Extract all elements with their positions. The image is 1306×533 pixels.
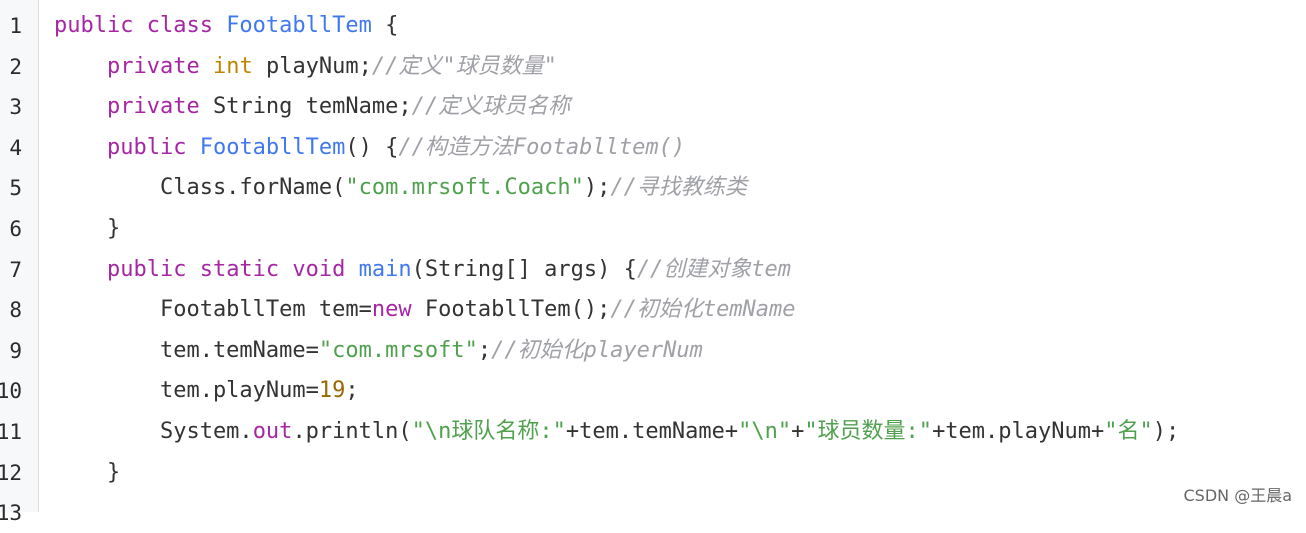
code-line: public FootabllTem() {//构造方法Footablltem(… — [54, 128, 685, 168]
line-number: 9 — [9, 338, 22, 363]
code-token — [54, 135, 107, 160]
code-token: Class.forName( — [54, 175, 346, 201]
code-token: 19 — [318, 378, 346, 404]
code-token: tem.playNum= — [54, 378, 319, 404]
code-token: FootabllTem — [226, 13, 372, 38]
code-token: } — [54, 216, 121, 241]
code-line: } — [54, 453, 120, 493]
code-token: FootabllTem — [199, 134, 346, 160]
code-line: tem.playNum=19; — [54, 371, 359, 411]
code-token: main — [358, 256, 412, 282]
code-token: "com.mrsoft" — [318, 337, 478, 363]
code-token: //初始化playerNum — [491, 337, 703, 363]
code-token: () { — [345, 134, 399, 160]
code-token: ); — [583, 175, 611, 201]
code-token: .println( — [292, 419, 412, 444]
code-token: ; — [345, 378, 359, 404]
code-token: //初始化temName — [610, 297, 796, 323]
code-token: "\n" — [738, 419, 792, 444]
code-token: + — [791, 419, 805, 444]
code-token: //定义球员名称 — [411, 94, 571, 120]
code-token: "球员数量:" — [804, 419, 933, 444]
code-token: "名" — [1104, 419, 1153, 444]
code-token: { — [371, 13, 399, 38]
code-line: } — [54, 209, 120, 249]
code-line: tem.temName="com.mrsoft";//初始化playerNum — [54, 331, 703, 371]
code-line: private String temName;//定义球员名称 — [54, 87, 570, 127]
code-line: private int playNum;//定义"球员数量" — [54, 47, 557, 87]
line-number: 4 — [9, 135, 22, 160]
code-line: FootabllTem tem=new FootabllTem();//初始化t… — [54, 290, 796, 330]
line-number: 1 — [9, 14, 22, 38]
code-token: +tem.playNum+ — [932, 419, 1105, 444]
code-token: playNum; — [252, 53, 372, 79]
line-number: 2 — [9, 54, 22, 79]
code-token: } — [54, 459, 121, 485]
code-token: System. — [54, 419, 253, 444]
code-token — [54, 94, 107, 119]
code-token — [54, 257, 107, 282]
code-token: //构造方法Footablltem() — [398, 134, 686, 160]
line-number: 11 — [0, 420, 22, 444]
code-token: "com.mrsoft.Coach" — [345, 175, 584, 201]
code-token — [54, 54, 107, 79]
code-token: out — [252, 419, 293, 444]
line-number: 10 — [0, 379, 22, 404]
code-token: public — [106, 134, 200, 160]
code-token: tem.temName= — [54, 337, 319, 363]
csdn-watermark: CSDN @王晨a — [1183, 486, 1292, 505]
line-number: 12 — [0, 460, 22, 485]
code-token: (String[] args) { — [411, 256, 637, 282]
code-line: public class FootabllTem { — [54, 6, 398, 46]
code-token: public static void — [106, 256, 359, 282]
line-number: 3 — [9, 95, 22, 120]
code-token: FootabllTem tem= — [54, 297, 372, 323]
code-token: //寻找教练类 — [610, 175, 747, 201]
code-line: public static void main(String[] args) {… — [54, 250, 791, 290]
line-number: 5 — [9, 176, 22, 201]
line-number: 13 — [0, 501, 22, 526]
code-token: FootabllTem(); — [411, 297, 611, 323]
code-token: private — [106, 53, 213, 79]
code-token: String temName; — [212, 94, 412, 120]
code-token: public class — [54, 13, 227, 38]
line-number: 6 — [9, 217, 22, 241]
code-token: //创建对象tem — [636, 256, 792, 282]
code-token: "\n球队名称:" — [411, 419, 566, 444]
code-token: +tem.temName+ — [565, 419, 739, 444]
code-token: ); — [1152, 419, 1180, 444]
line-number: 7 — [9, 257, 22, 282]
line-number: 8 — [9, 298, 22, 323]
code-token: ; — [477, 337, 492, 363]
code-token: new — [371, 297, 412, 323]
code-line: System.out.println("\n球队名称:"+tem.temName… — [54, 412, 1179, 452]
code-token: private — [106, 94, 213, 120]
code-line: Class.forName("com.mrsoft.Coach");//寻找教练… — [54, 168, 747, 208]
code-token: int — [212, 53, 253, 79]
code-token: //定义"球员数量" — [371, 53, 557, 79]
